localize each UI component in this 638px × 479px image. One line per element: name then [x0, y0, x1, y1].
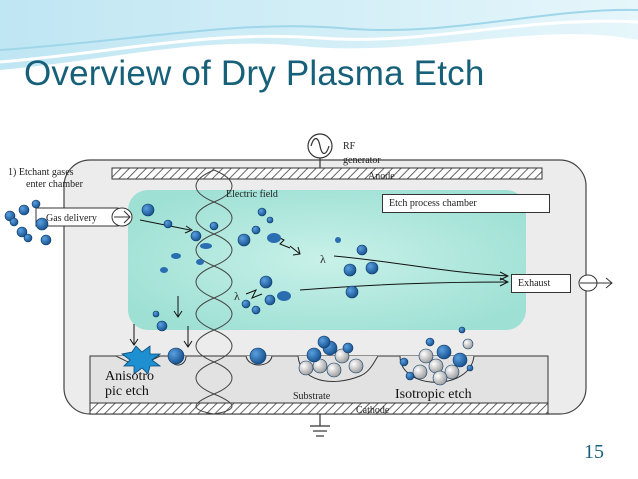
molecule: [466, 364, 474, 372]
electric-field-label: Electric field: [226, 189, 278, 200]
molecule: [306, 347, 322, 363]
molecule: [196, 259, 204, 265]
molecule: [452, 352, 468, 368]
molecule: [326, 362, 342, 378]
plasma-region: [128, 190, 526, 330]
molecule: [190, 230, 202, 242]
anisotropic-etch-label-line2: pic etch: [105, 384, 149, 399]
molecule: [432, 370, 448, 386]
step1-label-line2: enter chamber: [26, 179, 83, 190]
molecule: [425, 337, 435, 347]
anode-label: Anode: [368, 171, 395, 182]
rf-generator-label: RF: [343, 141, 356, 152]
exhaust-label: Exhaust: [511, 274, 571, 293]
molecule: [40, 234, 52, 246]
rf-generator-label-line2: generator: [343, 155, 381, 166]
molecule: [163, 219, 173, 229]
molecule: [412, 364, 428, 380]
molecule: [141, 203, 155, 217]
exhaust-nozzle: [578, 274, 613, 292]
rf-generator-symbol: [307, 133, 333, 168]
substrate-label: Substrate: [293, 391, 331, 402]
lambda-symbol: λ: [320, 252, 326, 266]
molecule: [251, 305, 261, 315]
molecule: [156, 320, 168, 332]
molecule: [436, 344, 452, 360]
cathode-label: Cathode: [356, 405, 390, 416]
molecule: [241, 299, 251, 309]
molecule: [23, 233, 33, 243]
molecule: [399, 357, 409, 367]
molecule: [167, 347, 185, 365]
molecule: [160, 267, 168, 273]
isotropic-etch-label: Isotropic etch: [395, 387, 472, 402]
molecule: [277, 291, 291, 301]
molecule: [335, 237, 341, 243]
molecule: [209, 221, 219, 231]
ground-symbol: [310, 414, 330, 437]
molecule: [237, 233, 251, 247]
slide-title: Overview of Dry Plasma Etch: [24, 54, 485, 93]
gas-delivery-label: Gas delivery: [46, 213, 97, 224]
molecule: [405, 371, 415, 381]
molecule: [249, 347, 267, 365]
header-wave-decoration: [0, 0, 638, 70]
molecule: [317, 335, 331, 349]
molecule: [462, 338, 474, 350]
molecule: [365, 261, 379, 275]
molecule: [251, 225, 261, 235]
molecule: [342, 342, 354, 354]
molecule: [298, 360, 314, 376]
molecule: [458, 326, 466, 334]
cathode-plate: [89, 402, 549, 415]
molecule: [345, 285, 359, 299]
molecule: [18, 204, 30, 216]
molecule: [444, 364, 460, 380]
electric-field-waves: [195, 169, 233, 415]
molecule: [31, 199, 41, 209]
molecule: [257, 207, 267, 217]
molecule: [266, 216, 274, 224]
molecule: [9, 217, 19, 227]
molecule: [267, 233, 281, 243]
etch-process-chamber-label: Etch process chamber: [382, 194, 550, 213]
molecule: [343, 263, 357, 277]
molecule: [200, 243, 212, 249]
molecule: [356, 244, 368, 256]
step1-label: 1) Etchant gases: [8, 167, 74, 178]
page-number: 15: [584, 441, 604, 463]
molecule: [418, 348, 434, 364]
lambda-symbol-2: λ: [234, 289, 240, 303]
ion-impact-burst: [121, 345, 162, 375]
molecule: [16, 226, 28, 238]
molecule: [264, 294, 276, 306]
molecule: [152, 310, 160, 318]
molecule: [259, 275, 273, 289]
molecule: [171, 253, 181, 259]
molecule: [35, 217, 49, 231]
molecules: [4, 199, 474, 386]
gas-delivery-nozzle: [35, 207, 133, 227]
molecule: [348, 358, 364, 374]
anisotropic-etch-label: Anisotro: [105, 369, 154, 384]
anode-plate: [111, 167, 543, 180]
